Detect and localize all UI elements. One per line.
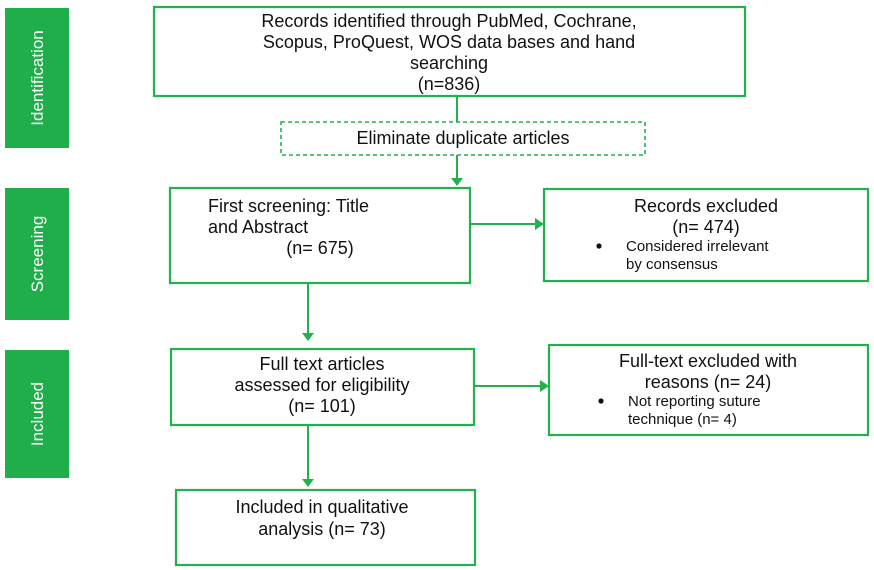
full-text-excluded-reason-line2: technique (n= 4) bbox=[628, 411, 737, 428]
stage-identification-label: Identification bbox=[28, 30, 47, 125]
included-qualitative-box: Included in qualitative analysis (n= 73) bbox=[174, 488, 477, 567]
full-text-assessed-box: Full text articles assessed for eligibil… bbox=[169, 347, 476, 427]
records-identified-line2: Scopus, ProQuest, WOS data bases and han… bbox=[263, 32, 635, 52]
connectors bbox=[302, 96, 549, 487]
stage-screening-label: Screening bbox=[28, 216, 47, 293]
records-excluded-box: Records excluded (n= 474) Considered irr… bbox=[542, 187, 870, 283]
bullet-icon bbox=[598, 398, 604, 404]
full-text-excluded-count: reasons (n= 24) bbox=[645, 372, 772, 392]
arrow-head-icon bbox=[451, 178, 463, 186]
stage-identification: Identification bbox=[5, 8, 69, 148]
first-screening-line1: First screening: Title bbox=[208, 196, 369, 216]
records-identified-line3: searching bbox=[410, 53, 488, 73]
full-text-assessed-line2: assessed for eligibility bbox=[234, 375, 409, 395]
full-text-assessed-line1: Full text articles bbox=[259, 354, 384, 374]
arrow-head-icon bbox=[535, 218, 544, 230]
stage-included-label: Included bbox=[28, 382, 47, 446]
arrow-head-icon bbox=[302, 333, 314, 341]
stage-screening: Screening bbox=[5, 188, 69, 320]
first-screening-box: First screening: Title and Abstract (n= … bbox=[168, 186, 472, 285]
records-excluded-count: (n= 474) bbox=[672, 217, 740, 237]
records-excluded-title: Records excluded bbox=[634, 196, 778, 216]
eliminate-duplicates-box: Eliminate duplicate articles bbox=[280, 121, 646, 156]
arrow-head-icon bbox=[302, 479, 314, 487]
full-text-excluded-box: Full-text excluded with reasons (n= 24) … bbox=[547, 343, 870, 437]
included-qualitative-line1: Included in qualitative bbox=[235, 497, 408, 517]
records-identified-box: Records identified through PubMed, Cochr… bbox=[152, 5, 747, 98]
included-qualitative-line2: analysis (n= 73) bbox=[258, 519, 386, 539]
eliminate-duplicates-label: Eliminate duplicate articles bbox=[356, 128, 569, 148]
stage-included: Included bbox=[5, 350, 69, 478]
full-text-assessed-count: (n= 101) bbox=[288, 396, 356, 416]
records-identified-count: (n=836) bbox=[418, 74, 481, 94]
records-excluded-reason-line2: by consensus bbox=[626, 256, 718, 273]
first-screening-line2: and Abstract bbox=[208, 217, 308, 237]
records-excluded-reason-line1: Considered irrelevant bbox=[626, 238, 769, 255]
first-screening-count: (n= 675) bbox=[286, 238, 354, 258]
arrow-head-icon bbox=[540, 380, 549, 392]
records-identified-line1: Records identified through PubMed, Cochr… bbox=[261, 11, 636, 31]
bullet-icon bbox=[596, 243, 602, 249]
full-text-excluded-title: Full-text excluded with bbox=[619, 351, 797, 371]
full-text-excluded-reason-line1: Not reporting suture bbox=[628, 393, 761, 410]
